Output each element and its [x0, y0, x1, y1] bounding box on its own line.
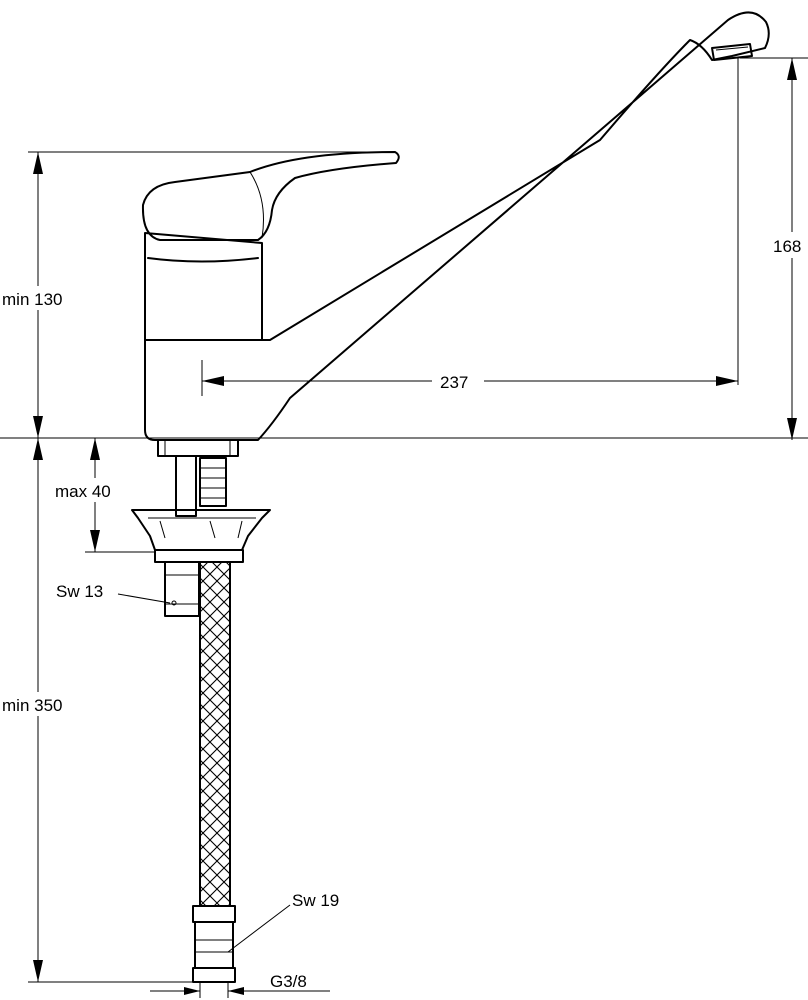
callout-sw19: Sw 19: [227, 891, 339, 953]
callout-sw13: Sw 13: [56, 582, 171, 604]
fixing-assembly: [131, 439, 271, 617]
dimension-label-168: 168: [773, 237, 801, 256]
thread-label-g3-8: G3/8: [270, 972, 307, 991]
dimension-label-237: 237: [440, 373, 468, 392]
braided-hose: [192, 561, 236, 998]
tap-body: [144, 11, 770, 441]
dimension-tap-height: min 130: [0, 151, 395, 438]
dimension-hose-length: min 350: [0, 438, 200, 983]
callout-label-sw13: Sw 13: [56, 582, 103, 601]
callout-label-sw19: Sw 19: [292, 891, 339, 910]
dimension-thread: G3/8: [150, 972, 330, 998]
dimension-deck-thickness: max 40: [52, 438, 155, 553]
dimension-spout-height: 168: [740, 57, 808, 440]
dimension-label-min-130: min 130: [2, 290, 62, 309]
lever-handle: [141, 151, 400, 241]
dimension-label-max-40: max 40: [55, 482, 111, 501]
dimension-label-min-350: min 350: [2, 696, 62, 715]
dimension-spout-reach: 237: [201, 58, 739, 396]
